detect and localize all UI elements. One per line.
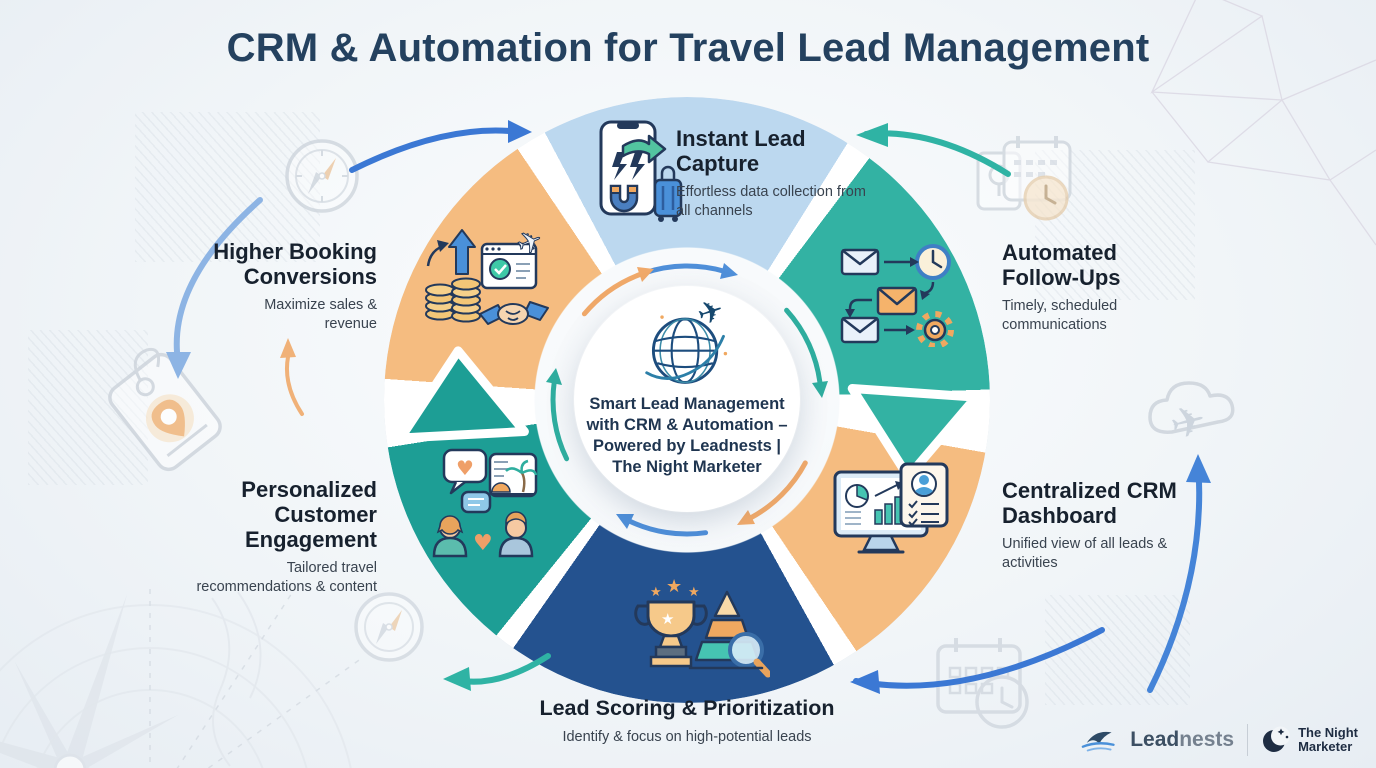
calendar-pin-icon bbox=[976, 136, 1072, 221]
segment-label-instant-lead-capture: Instant Lead Capture Effortless data col… bbox=[676, 126, 866, 221]
center-caption-line: with CRM & Automation – bbox=[586, 416, 788, 434]
hatch-pattern bbox=[1035, 150, 1195, 300]
center-caption: Smart Lead Management with CRM & Automat… bbox=[585, 394, 790, 478]
segment-title: Lead Scoring & Prioritization bbox=[539, 696, 835, 720]
night-line1: The Night bbox=[1298, 724, 1358, 740]
svg-text:♥: ♥ bbox=[473, 531, 493, 556]
lead-capture-icon bbox=[599, 120, 683, 222]
night-marketer-brand: The Night Marketer bbox=[1261, 725, 1358, 755]
center-caption-line: Powered by Leadnests | bbox=[592, 437, 781, 455]
brand-lead-text: Lead bbox=[1130, 728, 1180, 751]
segment-label-centralized-crm-dashboard: Centralized CRM Dashboard Unified view o… bbox=[1002, 478, 1207, 573]
cycle-arrowhead-left bbox=[396, 346, 529, 443]
night-line2: Marketer bbox=[1298, 739, 1353, 754]
segment-description: Identify & focus on high-potential leads bbox=[562, 728, 812, 745]
lead-scoring-icon: ★ ★ ★ ★ bbox=[634, 578, 770, 678]
svg-text:✈: ✈ bbox=[693, 296, 729, 334]
footer-divider bbox=[1247, 724, 1249, 756]
segment-description: Timely, scheduled communications bbox=[1002, 298, 1118, 333]
segment-title: Higher Booking Conversions bbox=[213, 239, 377, 290]
center-caption-line: The Night Marketer bbox=[612, 458, 762, 476]
center-caption-line: Smart Lead Management bbox=[589, 395, 785, 413]
brand-nests-text: nests bbox=[1179, 728, 1235, 751]
leadnests-bird-icon bbox=[1081, 731, 1115, 752]
inner-flow-arrows bbox=[546, 263, 828, 537]
segment-title: Centralized CRM Dashboard bbox=[1002, 478, 1177, 529]
leadnests-brand: Leadnests bbox=[1081, 725, 1234, 755]
center-hub: ✈ Smart Lead Management with CRM & Autom… bbox=[574, 286, 800, 512]
outer-flow-arrows bbox=[166, 120, 1211, 694]
segment-label-personalized-engagement: Personalized Customer Engagement Tailore… bbox=[142, 477, 377, 597]
segment-label-lead-scoring: Lead Scoring & Prioritization Identify &… bbox=[437, 696, 937, 746]
night-marketer-wordmark: The Night Marketer bbox=[1298, 724, 1358, 755]
compass-icon bbox=[285, 139, 359, 213]
svg-text:★: ★ bbox=[650, 585, 662, 600]
segment-title: Automated Follow-Ups bbox=[1002, 240, 1121, 291]
segment-description: Unified view of all leads & activities bbox=[1002, 536, 1168, 571]
leadnests-wordmark: Leadnests bbox=[1130, 728, 1234, 752]
segment-description: Maximize sales & revenue bbox=[264, 297, 377, 332]
page-title: CRM & Automation for Travel Lead Managem… bbox=[226, 26, 1150, 70]
compass-rose-icon bbox=[0, 588, 363, 768]
segment-title: Instant Lead Capture bbox=[676, 126, 806, 177]
poly-mesh-decoration bbox=[1150, 0, 1376, 246]
calendar-clock-icon bbox=[936, 638, 1029, 729]
svg-text:★: ★ bbox=[666, 578, 682, 597]
segment-label-higher-booking: Higher Booking Conversions Maximize sale… bbox=[137, 239, 377, 334]
crm-dashboard-icon bbox=[833, 462, 949, 554]
svg-text:♥: ♥ bbox=[456, 456, 474, 480]
follow-ups-icon bbox=[840, 244, 954, 347]
globe-airplane-icon: ✈ bbox=[645, 296, 729, 384]
booking-conversion-icon: ✈ bbox=[425, 228, 549, 325]
footer-brands: Leadnests The Night Marketer bbox=[1081, 724, 1358, 756]
compass-small-icon bbox=[354, 592, 424, 662]
segment-label-automated-follow-ups: Automated Follow-Ups Timely, scheduled c… bbox=[1002, 240, 1180, 335]
engagement-icon: ♥ ♥ bbox=[432, 448, 538, 558]
svg-text:★: ★ bbox=[661, 610, 674, 628]
cycle-arrowhead-right bbox=[847, 383, 981, 482]
segment-title: Personalized Customer Engagement bbox=[241, 477, 377, 553]
luggage-tag-icon bbox=[108, 347, 222, 472]
segment-description: Tailored travel recommendations & conten… bbox=[196, 560, 377, 596]
crescent-moon-icon bbox=[1263, 726, 1291, 752]
hatch-pattern bbox=[28, 330, 148, 485]
svg-text:★: ★ bbox=[688, 585, 700, 600]
segment-description: Effortless data collection from all chan… bbox=[676, 184, 866, 219]
